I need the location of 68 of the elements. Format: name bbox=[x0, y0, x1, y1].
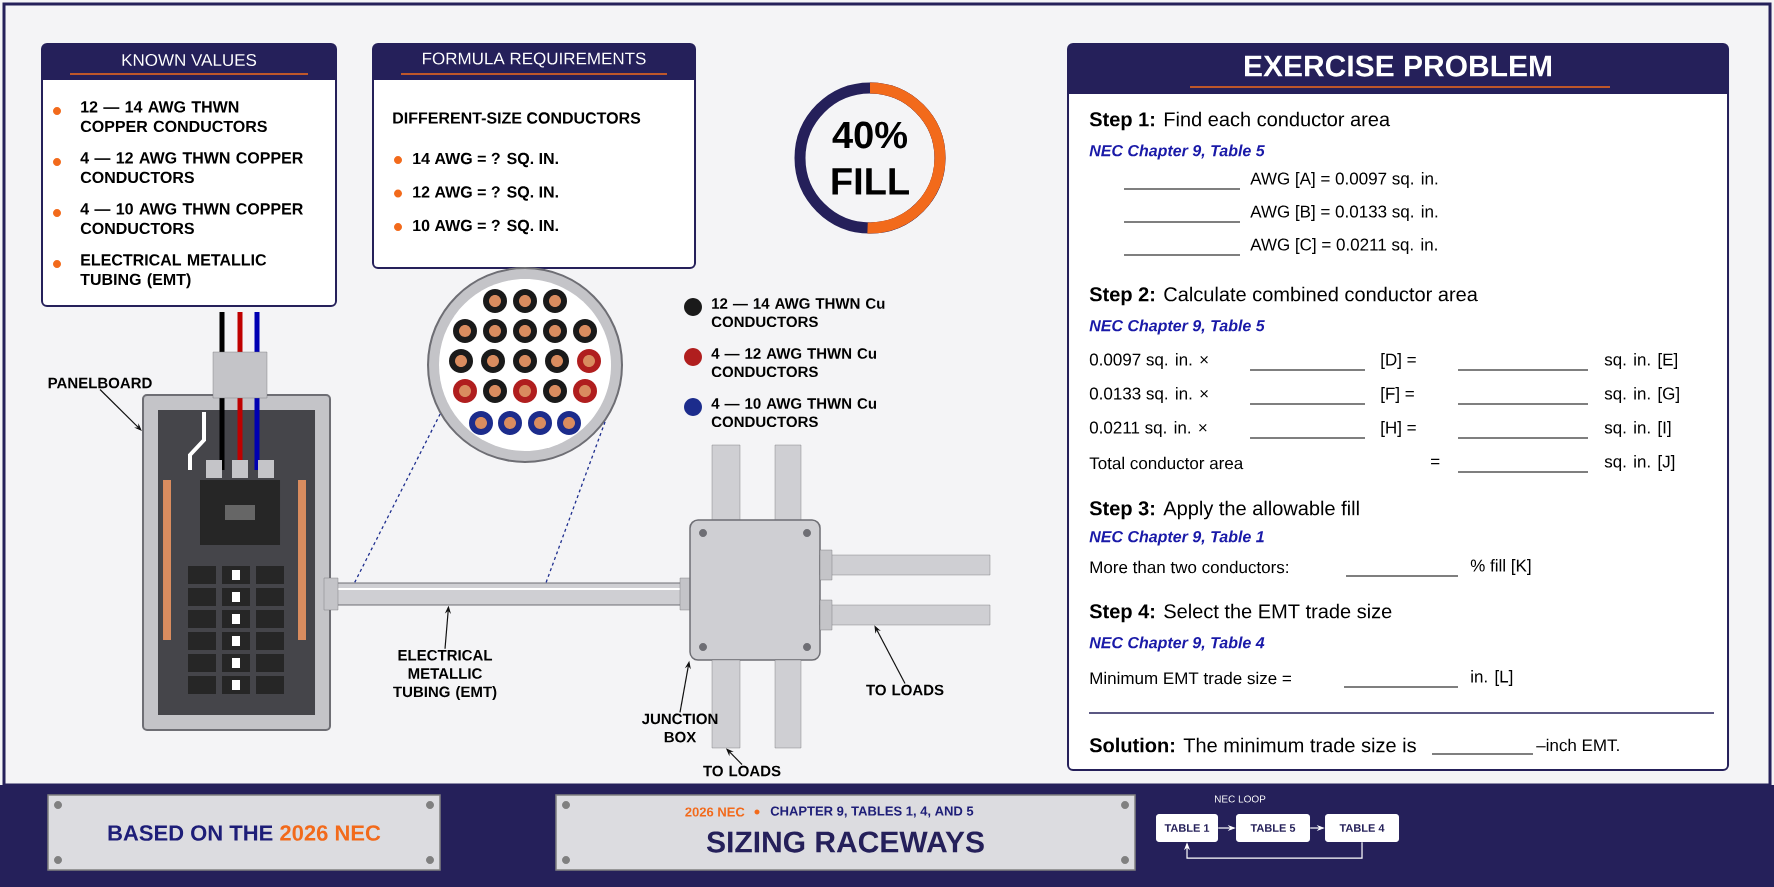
step-heading: Solution: The minimum trade size is bbox=[1089, 737, 1416, 753]
equation-text: 0.0211 sq. in. × bbox=[1089, 421, 1207, 437]
equation-text: % fill [K] bbox=[1470, 559, 1531, 575]
bullet-item: 12 — 14 AWG THWN COPPER CONDUCTORS bbox=[53, 101, 267, 133]
step-heading: Step 4: Select the EMT trade size bbox=[1089, 603, 1392, 623]
zoom-line bbox=[545, 420, 606, 584]
metal-plate bbox=[47, 794, 441, 871]
plate-title: SIZING RACEWAYS bbox=[706, 831, 984, 853]
bullet-item: 14 AWG = ? SQ. IN. bbox=[394, 152, 558, 168]
subheading: DIFFERENT-SIZE CONDUCTORS bbox=[393, 112, 641, 124]
equation-text: in. [L] bbox=[1471, 670, 1513, 686]
junction-box-drawing bbox=[689, 444, 821, 661]
plate-text: BASED ON THE 2026 NEC bbox=[108, 825, 381, 841]
reference-note: NEC Chapter 9, Table 5 bbox=[1089, 144, 1265, 160]
panel-title: EXERCISE PROBLEM bbox=[1245, 55, 1551, 77]
table-box: TABLE 4 bbox=[1325, 814, 1399, 842]
equation-text: AWG [C] = 0.0211 sq. in. bbox=[1250, 238, 1437, 254]
equation-text: 0.0133 sq. in. × bbox=[1089, 387, 1208, 403]
callout-label: TO LOADS bbox=[703, 765, 781, 777]
equation-text: = bbox=[1431, 458, 1440, 465]
equation-text: Total conductor area bbox=[1089, 456, 1244, 470]
callout-label: JUNCTION BOX bbox=[641, 713, 718, 743]
loop-label: NEC LOOP bbox=[1215, 795, 1266, 803]
step-heading: Step 2: Calculate combined conductor area bbox=[1089, 286, 1478, 306]
plate-text: 2026 NEC bbox=[685, 807, 745, 817]
equation-text: [D] = bbox=[1381, 353, 1416, 369]
equation-text: sq. in. [E] bbox=[1604, 353, 1677, 369]
reference-note: NEC Chapter 9, Table 1 bbox=[1089, 530, 1264, 546]
info-card bbox=[372, 43, 696, 269]
legend-label: 12 — 14 AWG THWN Cu CONDUCTORS bbox=[711, 298, 885, 328]
equation-text: 0.0097 sq. in. × bbox=[1089, 353, 1208, 369]
conduit-drawing bbox=[819, 549, 991, 631]
equation-text: More than two conductors: bbox=[1090, 560, 1288, 574]
equation-text: [F] = bbox=[1381, 387, 1414, 403]
callout-label: TO LOADS bbox=[866, 684, 944, 696]
bullet-item: 4 — 12 AWG THWN COPPER CONDUCTORS bbox=[53, 152, 303, 184]
bullet-item: 4 — 10 AWG THWN COPPER CONDUCTORS bbox=[53, 203, 303, 235]
metal-plate bbox=[555, 794, 1136, 871]
card-title: KNOWN VALUES bbox=[122, 54, 257, 67]
card-title: FORMULA REQUIREMENTS bbox=[423, 52, 646, 68]
equation-text: [H] = bbox=[1381, 421, 1416, 437]
step-heading: Step 1: Find each conductor area bbox=[1089, 111, 1391, 131]
callout-label: ELECTRICAL METALLIC TUBING (EMT) bbox=[393, 649, 497, 701]
bullet-item: 10 AWG = ? SQ. IN. bbox=[394, 219, 558, 235]
exercise-panel bbox=[1067, 43, 1729, 771]
reference-note: NEC Chapter 9, Table 4 bbox=[1089, 636, 1265, 652]
fill-gauge: 40% FILL bbox=[794, 82, 946, 234]
legend-label: 4 — 10 AWG THWN Cu CONDUCTORS bbox=[711, 398, 877, 428]
equation-text: AWG [A] = 0.0097 sq. in. bbox=[1250, 172, 1438, 188]
equation-text: Minimum EMT trade size = bbox=[1090, 671, 1291, 685]
cross-section-drawing bbox=[427, 267, 623, 463]
equation-text: sq. in. [I] bbox=[1604, 421, 1671, 437]
step-heading: Step 3: Apply the allowable fill bbox=[1089, 500, 1359, 520]
equation-text: –inch EMT. bbox=[1536, 738, 1619, 752]
table-box: TABLE 5 bbox=[1236, 814, 1310, 842]
equation-text: sq. in. [G] bbox=[1604, 387, 1679, 403]
arrow bbox=[1183, 841, 1363, 859]
info-card bbox=[41, 43, 337, 307]
bullet-item: 12 AWG = ? SQ. IN. bbox=[394, 186, 558, 201]
table-box: TABLE 1 bbox=[1156, 814, 1218, 842]
zoom-line bbox=[354, 413, 441, 584]
equation-text: sq. in. [J] bbox=[1604, 455, 1675, 471]
reference-note: NEC Chapter 9, Table 5 bbox=[1089, 319, 1265, 335]
plate-text: CHAPTER 9, TABLES 1, 4, AND 5 bbox=[770, 806, 974, 818]
equation-text: AWG [B] = 0.0133 sq. in. bbox=[1250, 205, 1438, 221]
bullet-item: ELECTRICAL METALLIC TUBING (EMT) bbox=[53, 254, 267, 289]
legend-label: 4 — 12 AWG THWN Cu CONDUCTORS bbox=[711, 348, 877, 378]
callout-label: PANELBOARD bbox=[48, 377, 152, 389]
